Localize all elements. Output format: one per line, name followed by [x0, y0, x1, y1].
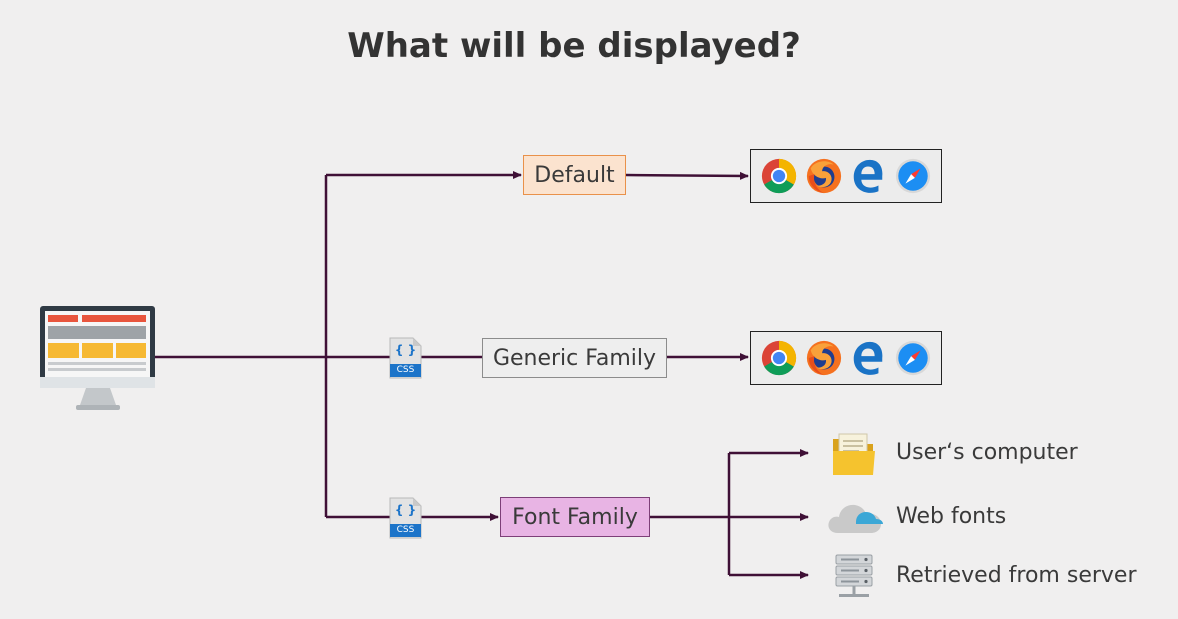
font-family-node: Font Family: [500, 497, 650, 537]
default-to-browsers-arrow: [625, 171, 749, 180]
browser-icons-group: [750, 331, 942, 385]
safari-icon: [895, 158, 930, 194]
folder-icon: [833, 433, 875, 475]
dest-label-server: Retrieved from server: [896, 563, 1137, 588]
generic-family-node: Generic Family: [482, 338, 667, 378]
chrome-icon: [762, 158, 797, 194]
dest-label-user-computer: User‘s computer: [896, 440, 1078, 465]
firefox-icon: [806, 340, 841, 376]
edge-icon: [854, 341, 883, 375]
server-icon: [835, 554, 873, 597]
css-file-icon: { } CSS: [389, 497, 422, 539]
browser-icons-group: [750, 149, 942, 203]
css-label: CSS: [396, 525, 415, 535]
chrome-icon: [762, 340, 797, 376]
default-node: Default: [523, 155, 626, 195]
safari-icon: [895, 340, 930, 376]
edge-icon: [854, 159, 883, 193]
dest-label-web-fonts: Web fonts: [896, 504, 1007, 529]
page-title: What will be displayed?: [347, 26, 801, 66]
css-file-icon: { } CSS: [389, 337, 422, 379]
css-braces: { }: [394, 343, 417, 357]
cloud-icon: [828, 504, 883, 533]
css-label: CSS: [396, 365, 415, 375]
firefox-icon: [806, 158, 841, 194]
monitor-icon: [40, 306, 155, 410]
css-braces: { }: [394, 503, 417, 517]
